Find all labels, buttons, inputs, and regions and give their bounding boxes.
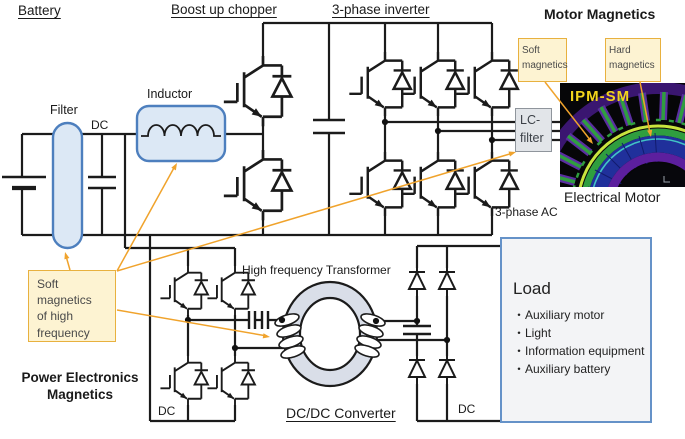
three-phase-ac-label: 3-phase AC	[495, 205, 558, 219]
load-item: ・Auxiliary battery	[513, 362, 611, 376]
output-capacitor	[403, 324, 431, 336]
lc-filter-label-line1: LC-	[520, 113, 541, 127]
dcdc-hbridge	[159, 265, 256, 407]
motor-image	[560, 83, 685, 187]
electrical-motor-label: Electrical Motor	[564, 189, 661, 205]
pem-heading-line1: Power Electronics	[21, 370, 139, 385]
soft-magnetics-hf-callout: Soft magnetics of high frequency	[28, 270, 116, 342]
boost-chopper-circuit	[222, 54, 293, 222]
load-item: ・Information equipment	[513, 344, 645, 358]
motor-magnetics-heading: Motor Magnetics	[544, 6, 656, 22]
secondary-winding	[354, 313, 386, 358]
load-item: ・Light	[513, 326, 552, 340]
hard-magnetics-callout: Hard magnetics	[605, 38, 661, 82]
battery-symbol	[2, 175, 46, 191]
dc-out-right-label: DC	[458, 402, 476, 416]
battery-heading: Battery	[18, 3, 61, 18]
ipm-sm-label: IPM-SM	[570, 88, 631, 105]
power-electronics-magnetics-heading: Power Electronics Magnetics	[5, 370, 155, 404]
inductor-coil	[141, 124, 221, 137]
dc-link-label: DC	[91, 118, 109, 132]
hf-transformer-label: High frequency Transformer	[242, 263, 391, 277]
dc-out-left-label: DC	[158, 404, 176, 418]
hf-transformer-symbol	[274, 280, 386, 388]
load-item: ・Auxiliary motor	[513, 308, 605, 322]
primary-winding	[274, 313, 306, 359]
filter-component	[51, 121, 84, 250]
junction-dots	[184, 118, 496, 352]
inductor-label: Inductor	[147, 87, 193, 101]
load-title: Load	[513, 279, 551, 298]
lc-filter-label-line2: filter	[520, 131, 544, 146]
inductor-component	[135, 104, 227, 163]
rectifier-circuit	[403, 267, 456, 385]
load-box: Load ・Auxiliary motor ・Light ・Informatio…	[500, 237, 652, 423]
inverter-heading: 3-phase inverter	[332, 2, 430, 17]
dcdc-heading: DC/DC Converter	[286, 405, 396, 421]
pem-heading-line2: Magnetics	[46, 386, 114, 402]
blocking-capacitors	[247, 311, 270, 329]
callout-arrows	[64, 81, 653, 339]
lc-filter-box: LC- filter	[515, 108, 552, 152]
dc-link-capacitor	[313, 118, 345, 135]
soft-magnetics-callout: Soft magnetics	[518, 38, 568, 82]
axis-mark	[663, 176, 670, 183]
filter-label: Filter	[50, 103, 78, 117]
boost-chopper-heading: Boost up chopper	[171, 2, 277, 17]
input-capacitor	[88, 175, 116, 190]
